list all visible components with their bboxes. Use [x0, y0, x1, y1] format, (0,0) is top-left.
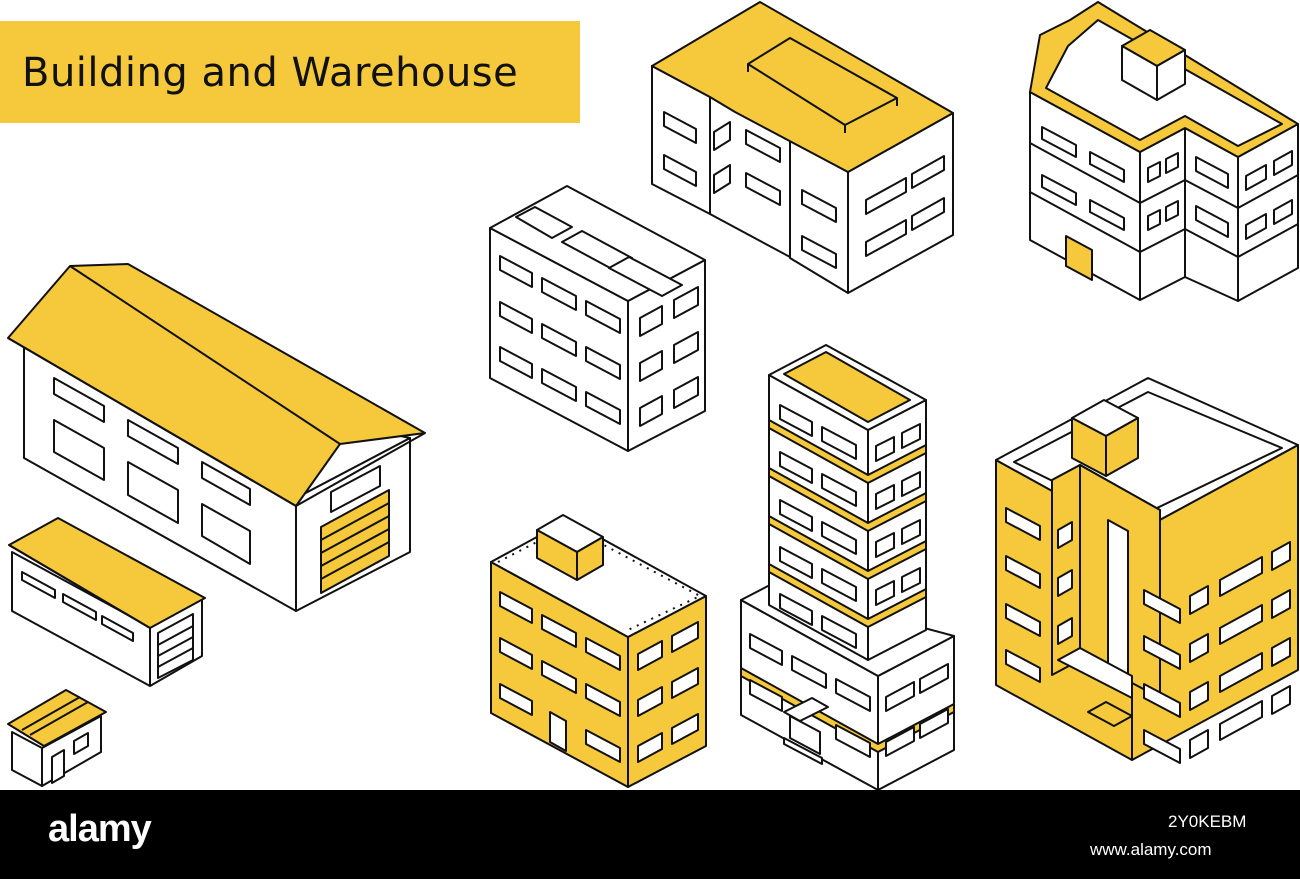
page-title: Building and Warehouse	[22, 50, 519, 96]
image-id: 2Y0KEBM	[1168, 812, 1247, 831]
large-warehouse	[7, 263, 426, 612]
office-top-center	[651, 1, 954, 294]
illustration-canvas	[7, 1, 1299, 790]
large-yellow-building	[995, 377, 1299, 764]
brand-logo: alamy	[48, 808, 152, 850]
office-top-right	[1029, 1, 1299, 302]
title-banner	[0, 21, 580, 123]
small-shed	[7, 689, 107, 787]
site-url: www.alamy.com	[1090, 840, 1212, 859]
watermark-footer	[0, 790, 1300, 879]
office-skylights	[489, 185, 706, 452]
small-warehouse	[8, 517, 206, 687]
tall-tower	[740, 344, 955, 790]
apartment-yellow	[490, 514, 707, 788]
